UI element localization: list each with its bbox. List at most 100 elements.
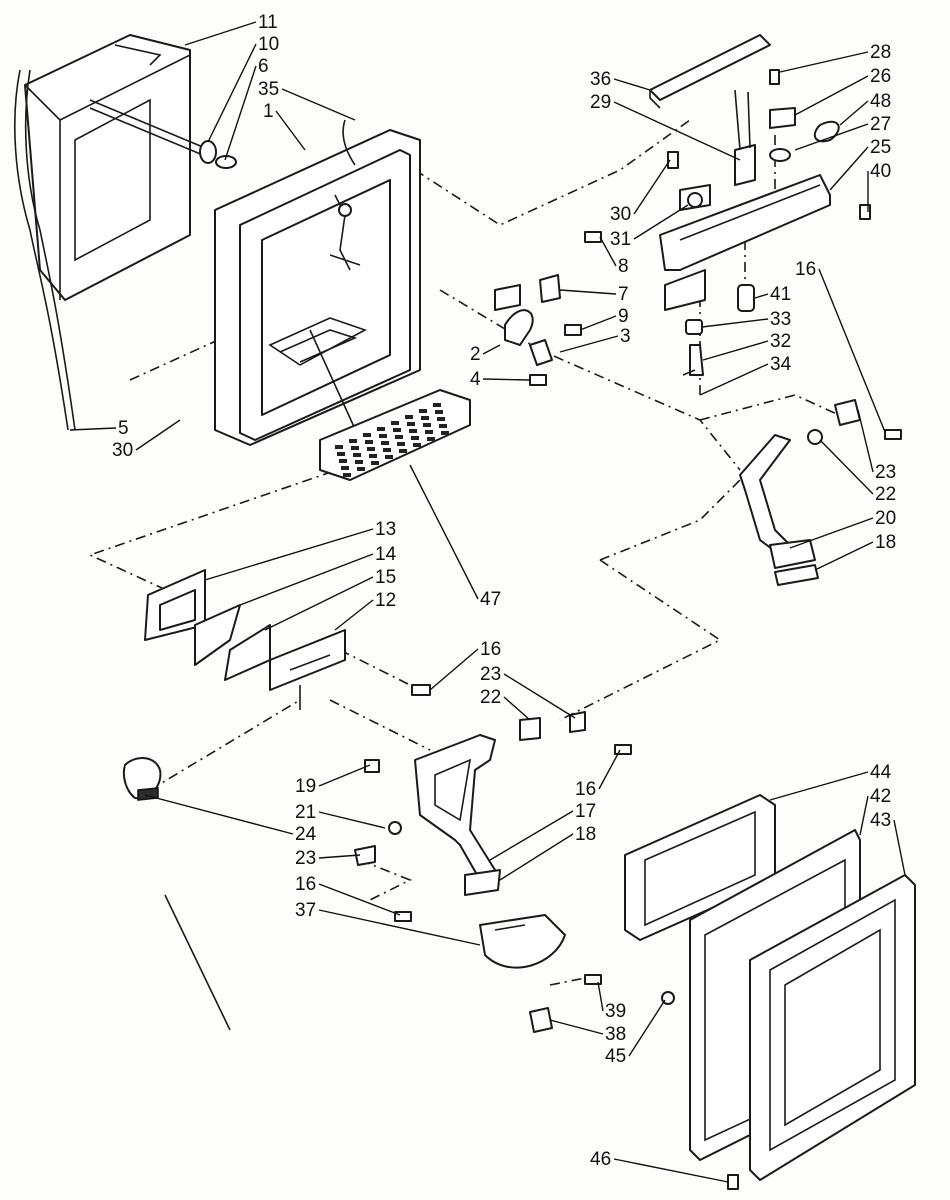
leader-line-34 (699, 363, 769, 396)
keypad-key (395, 435, 403, 439)
keypad-key (439, 424, 447, 428)
leader-line-30 (633, 159, 671, 215)
keypad-key (399, 449, 407, 453)
callout-label-17: 17 (575, 801, 596, 822)
leader-line-8 (599, 236, 617, 267)
callout-label-38: 38 (605, 1024, 626, 1045)
callout-label-37: 37 (295, 900, 316, 921)
callout-label-46: 46 (590, 1149, 611, 1170)
callout-label-44: 44 (870, 762, 892, 783)
leader-line-36 (613, 78, 651, 91)
callout-label-45: 45 (605, 1046, 626, 1067)
leader-line-27 (794, 123, 869, 151)
keypad-key (337, 452, 345, 456)
leader-line-16 (429, 648, 479, 691)
callout-label-29: 29 (590, 92, 611, 113)
callout-label-12: 12 (375, 590, 396, 611)
callout-label-48: 48 (870, 91, 891, 112)
leader-line-42 (859, 795, 869, 836)
keypad-key (353, 453, 361, 457)
callout-label-32: 32 (770, 331, 791, 352)
callout-label-16: 16 (795, 259, 816, 280)
callout-label-18: 18 (875, 532, 896, 553)
callout-label-10: 10 (258, 34, 279, 55)
keypad-key (413, 443, 421, 447)
keypad-key (349, 439, 357, 443)
callout-label-5: 5 (118, 418, 129, 439)
keypad-key (355, 460, 363, 464)
keypad-key (357, 467, 365, 471)
keypad-key (409, 429, 417, 433)
keypad-key (391, 421, 399, 425)
leader-line-13 (204, 528, 374, 581)
leader-line-26 (794, 75, 869, 116)
callout-label-20: 20 (875, 508, 896, 529)
callout-label-28: 28 (870, 42, 891, 63)
keypad-key (339, 459, 347, 463)
keypad-key (365, 440, 373, 444)
callout-label-47: 47 (480, 589, 501, 610)
leader-line-12 (334, 599, 374, 631)
leader-line-16 (318, 883, 401, 916)
callout-label-36: 36 (590, 69, 611, 90)
leader-line-32 (702, 340, 769, 361)
keypad-key (383, 448, 391, 452)
callout-label-23: 23 (295, 848, 316, 869)
leader-line-39 (597, 981, 604, 1012)
callout-label-35: 35 (258, 79, 279, 100)
leader-line-4 (482, 378, 531, 381)
callout-label-23: 23 (480, 664, 501, 685)
leader-line-28 (779, 51, 869, 73)
callout-label-31: 31 (610, 229, 631, 250)
keypad-key (441, 431, 449, 435)
keypad-key (379, 434, 387, 438)
keypad-key (351, 446, 359, 450)
leader-line-41 (754, 293, 769, 299)
callout-label-22: 22 (875, 484, 896, 505)
leader-line-2 (482, 344, 501, 355)
callout-label-15: 15 (375, 567, 396, 588)
keypad-key (433, 403, 441, 407)
actuator-parts (494, 231, 602, 386)
leader-line-45 (628, 999, 666, 1057)
leader-line-17 (489, 810, 574, 861)
keypad-key (425, 430, 433, 434)
leader-line-22 (503, 696, 531, 721)
callout-label-2: 2 (470, 344, 481, 365)
keypad-key (363, 433, 371, 437)
callout-label-1: 1 (263, 101, 274, 122)
leader-lines (69, 21, 906, 1183)
keypad-key (421, 416, 429, 420)
callout-label-34: 34 (770, 354, 792, 375)
leader-line-30 (135, 419, 181, 451)
leader-line-47 (409, 464, 479, 600)
leader-line-29 (613, 101, 741, 161)
leader-line-18 (499, 833, 574, 881)
assembly-lines (87, 119, 851, 986)
leader-line-6 (224, 65, 257, 161)
callout-label-4: 4 (470, 369, 481, 390)
upper-right-assembly (649, 34, 871, 376)
leader-line-21 (318, 811, 386, 829)
leader-line-35 (281, 88, 356, 121)
keypad-key (435, 410, 443, 414)
callout-label-19: 19 (295, 776, 316, 797)
leader-line-7 (559, 289, 617, 295)
keypad-key (381, 441, 389, 445)
leader-line-48 (839, 100, 869, 126)
callout-label-9: 9 (618, 306, 629, 327)
keypad-key (419, 409, 427, 413)
callout-label-11: 11 (258, 12, 278, 33)
ice-bucket (14, 34, 237, 431)
leader-line-1 (275, 110, 306, 151)
leader-line-24 (144, 794, 294, 835)
keypad-key (407, 422, 415, 426)
leader-line-16 (598, 749, 621, 790)
callout-label-16: 16 (575, 779, 596, 800)
keypad-panel (319, 389, 471, 481)
leader-line-33 (701, 318, 769, 328)
callout-label-39: 39 (605, 1001, 626, 1022)
leader-line-14 (239, 553, 374, 606)
callout-label-23: 23 (875, 462, 896, 483)
